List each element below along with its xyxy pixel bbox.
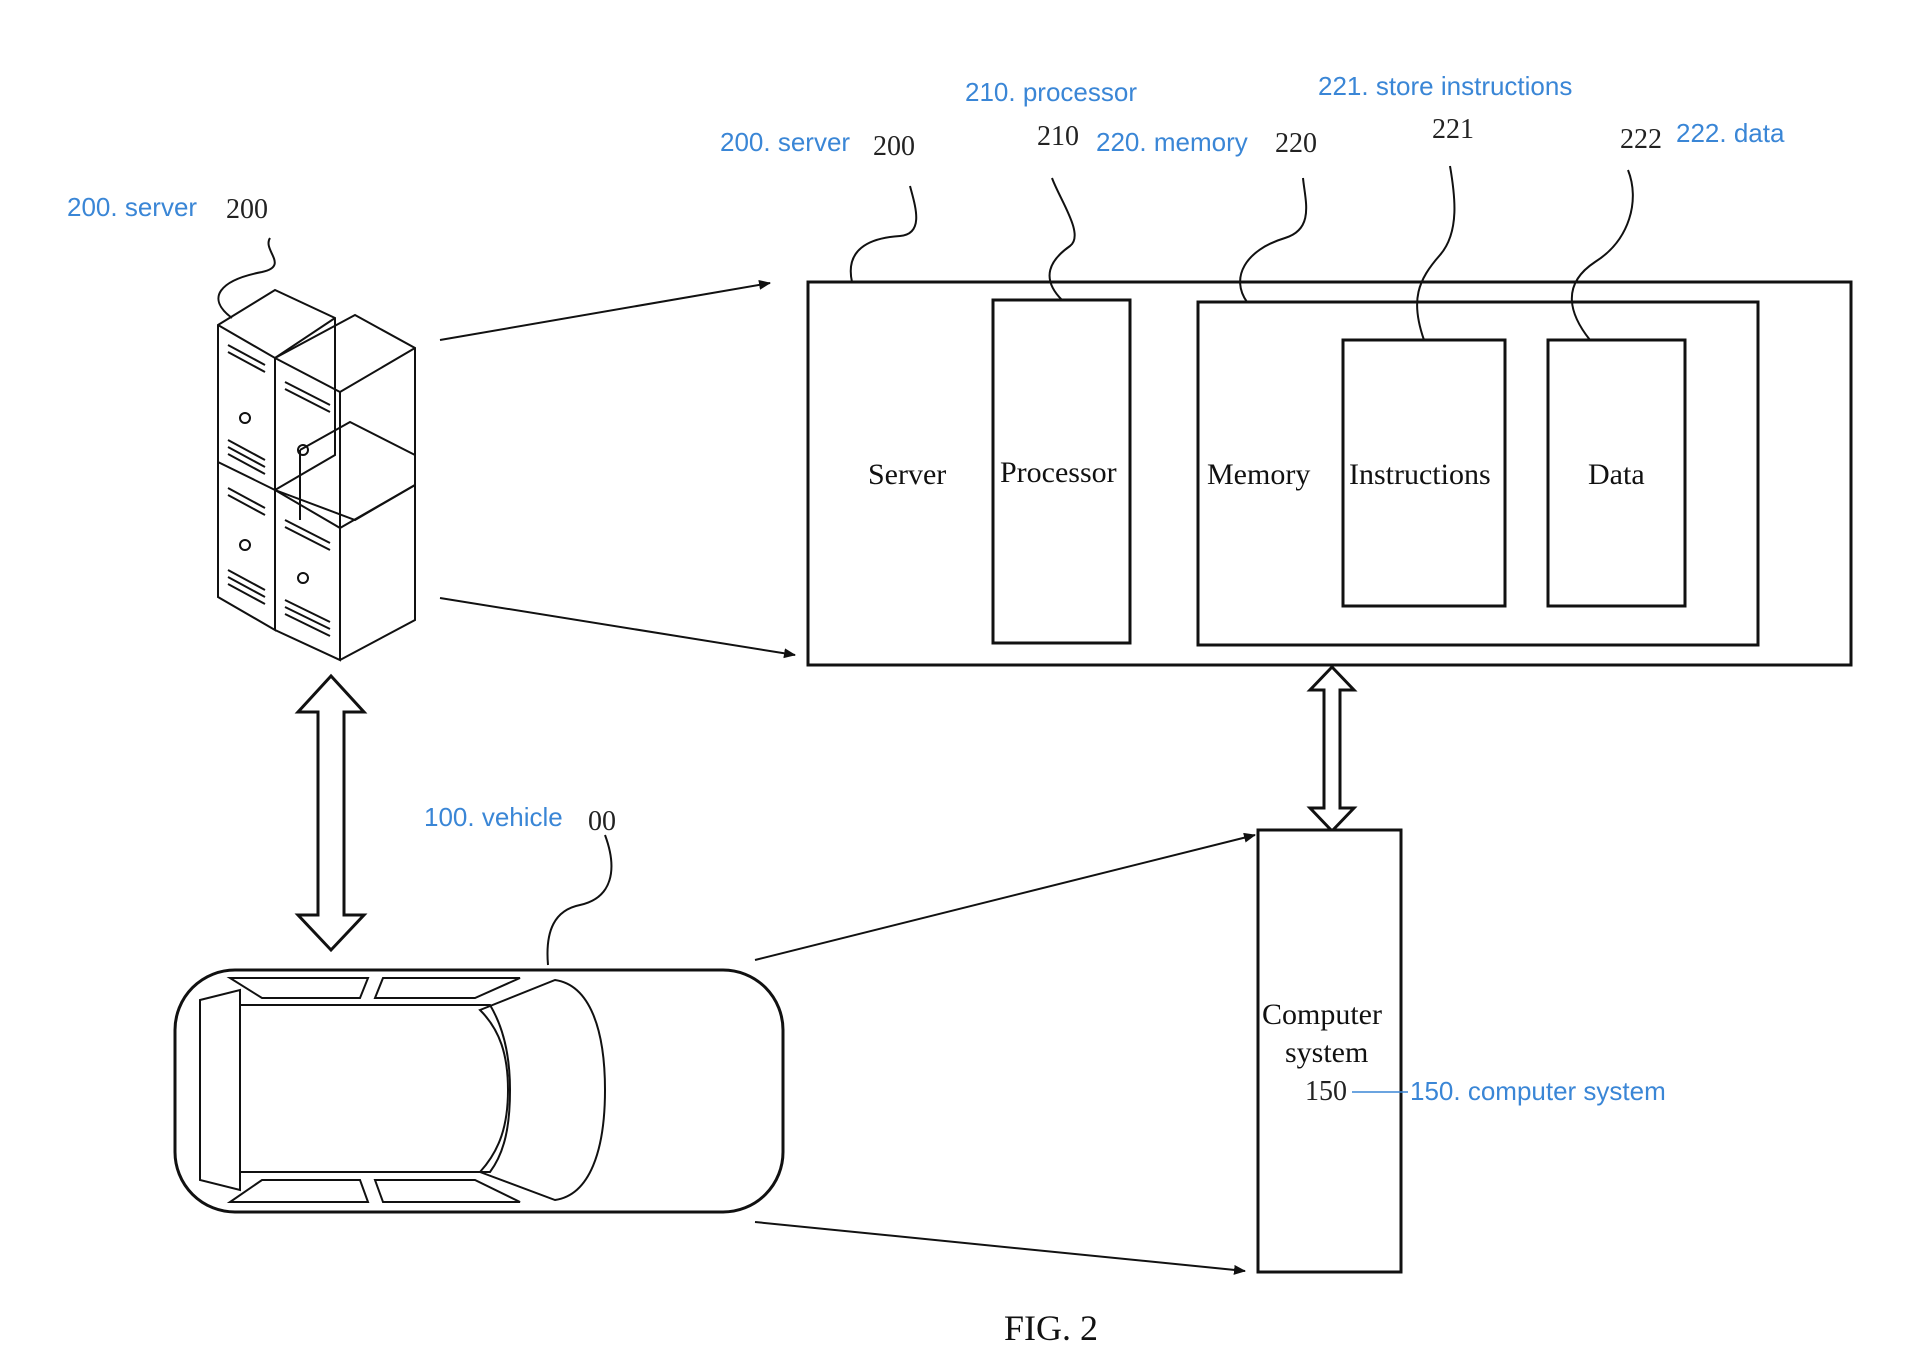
annotation-memory: 220. memory: [1096, 127, 1248, 157]
numeral-server-left: 200: [226, 194, 268, 225]
leader-data: [1570, 169, 1634, 341]
memory-block-label: Memory: [1207, 458, 1310, 491]
leader-server-block: [849, 185, 918, 283]
numeral-server-top: 200: [873, 131, 915, 162]
instructions-block-label: Instructions: [1349, 458, 1491, 491]
double-arrow-server-vehicle: [294, 673, 368, 953]
leader-vehicle: [546, 834, 613, 966]
annotation-processor: 210. processor: [965, 77, 1137, 107]
arrow-vehicle-to-computer-bottom: [754, 1221, 1246, 1275]
processor-block: [991, 298, 1132, 645]
annotation-store-instructions: 221. store instructions: [1318, 71, 1572, 101]
processor-block-label: Processor: [1000, 456, 1117, 489]
arrow-server-to-block-top: [439, 279, 771, 341]
numeral-instructions: 221: [1432, 114, 1474, 145]
arrow-vehicle-to-computer-top: [754, 832, 1256, 961]
leader-server-left: [217, 237, 276, 319]
computer-system-label-line2: system: [1285, 1036, 1368, 1069]
annotation-computer-system: 150. computer system: [1410, 1076, 1666, 1106]
computer-system-block: [1256, 828, 1403, 1274]
numeral-vehicle: 00: [588, 806, 616, 837]
figure-caption: FIG. 2: [1004, 1308, 1098, 1348]
numeral-processor: 210: [1037, 121, 1079, 152]
numeral-memory: 220: [1275, 128, 1317, 159]
instructions-block: [1341, 338, 1507, 608]
arrow-server-to-block-bottom: [439, 597, 796, 659]
server-block-label: Server: [868, 458, 946, 491]
computer-system-numeral: 150: [1305, 1076, 1347, 1107]
leader-processor: [1048, 177, 1076, 301]
annotation-server-top: 200. server: [720, 127, 850, 157]
server-cluster-icon: [217, 288, 416, 662]
annotation-vehicle: 100. vehicle: [424, 802, 563, 832]
leader-instructions: [1416, 165, 1456, 341]
annotation-data: 222. data: [1676, 118, 1785, 148]
data-block: [1546, 338, 1687, 608]
leader-memory: [1239, 177, 1308, 303]
data-block-label: Data: [1588, 458, 1645, 491]
annotation-server-left: 200. server: [67, 192, 197, 222]
numeral-data: 222: [1620, 124, 1662, 155]
computer-system-label-line1: Computer: [1262, 998, 1382, 1031]
double-arrow-server-computer: [1306, 664, 1358, 834]
vehicle-icon: [173, 968, 785, 1214]
